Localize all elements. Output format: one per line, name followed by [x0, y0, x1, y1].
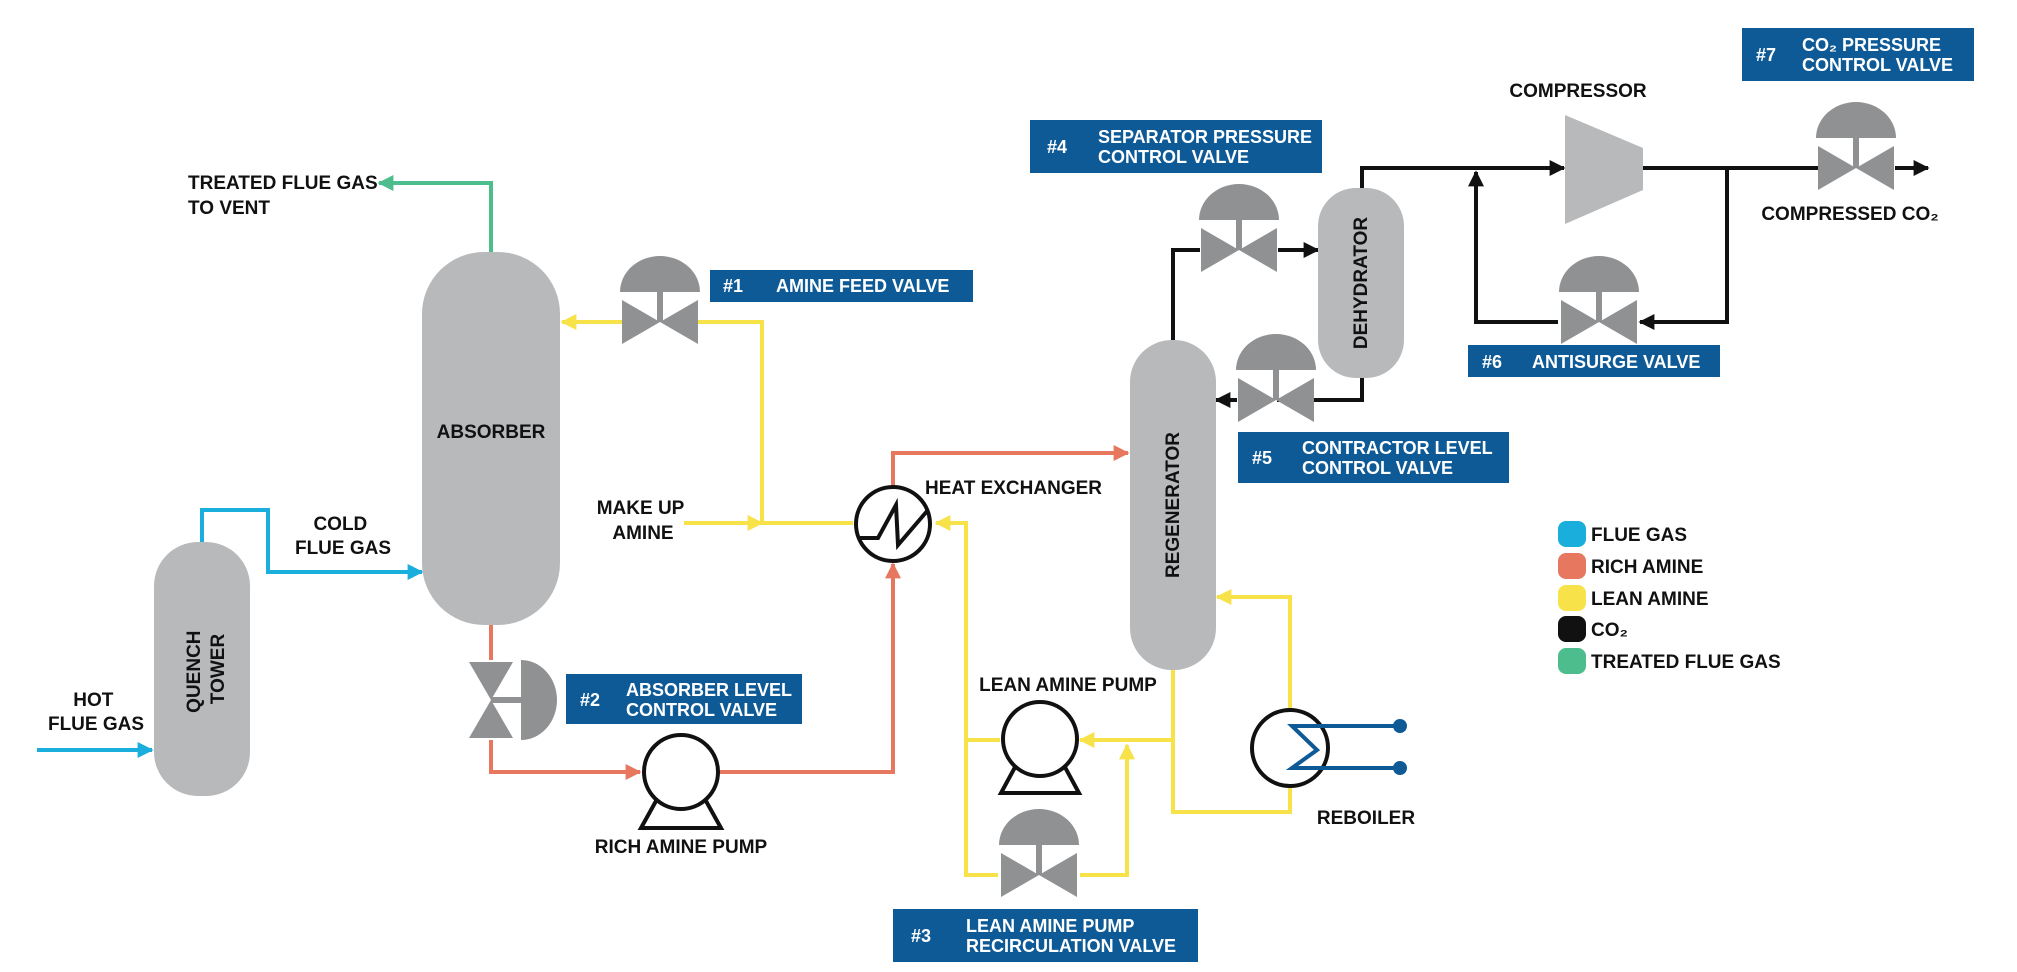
- rich-amine-pump: RICH AMINE PUMP: [595, 733, 768, 858]
- regenerator: REGENERATOR: [1130, 340, 1216, 670]
- valve-tag-number: #5: [1252, 448, 1272, 468]
- legend-label: RICH AMINE: [1591, 557, 1703, 578]
- compressor: COMPRESSOR: [1509, 81, 1647, 224]
- reboiler: REBOILER: [1250, 708, 1415, 829]
- valve-tag-number: #7: [1756, 45, 1776, 65]
- valve-tag-number: #3: [911, 926, 931, 946]
- valve-tag-text: CONTRACTOR LEVEL CONTROL VALVE: [1302, 438, 1497, 478]
- antisurge-loop-in-pipe: [1638, 168, 1729, 330]
- valve-tag-text: SEPARATOR PRESSURE CONTROL VALVE: [1098, 127, 1317, 167]
- heat-exchanger-label: HEAT EXCHANGER: [925, 478, 1102, 499]
- legend-label: LEAN AMINE: [1591, 589, 1709, 610]
- rich-amine-to-regenerator-pipe: [891, 445, 1130, 490]
- cold-flue-gas-label: COLD FLUE GAS: [295, 514, 391, 559]
- valve-tag-6: #6 ANTISURGE VALVE: [1468, 345, 1720, 377]
- recirculation-inlet-pipe: [964, 740, 998, 877]
- absorber-level-control-valve[interactable]: [469, 660, 557, 740]
- absorber: ABSORBER: [422, 252, 560, 625]
- lean-amine-pump-label: LEAN AMINE PUMP: [979, 675, 1157, 696]
- legend-swatch: [1558, 616, 1586, 642]
- treated-flue-gas-label: TREATED FLUE GAS TO VENT: [188, 173, 383, 219]
- legend-swatch: [1558, 585, 1586, 611]
- rich-amine-pipes: [489, 445, 1130, 780]
- legend-swatch: [1558, 648, 1586, 674]
- valve-tag-text: CO₂ PRESSURE CONTROL VALVE: [1802, 35, 1953, 75]
- lean-amine-pipes: [560, 314, 1292, 877]
- co2-pipes: [1171, 160, 1930, 408]
- lean-amine-pump: LEAN AMINE PUMP: [979, 675, 1157, 795]
- legend-label: CO₂: [1591, 620, 1628, 641]
- reboiler-vapor-return-pipe: [1215, 589, 1292, 710]
- regenerator-label: REGENERATOR: [1163, 432, 1184, 578]
- valve-tag-number: #4: [1047, 137, 1067, 157]
- regenerator-overhead-pipe: [1171, 248, 1200, 340]
- valve-tag-text: ANTISURGE VALVE: [1532, 352, 1700, 372]
- lean-amine-pump-discharge-pipe: [934, 515, 1000, 742]
- rich-amine-to-pump-pipe: [489, 740, 642, 780]
- contractor-level-control-valve[interactable]: [1236, 334, 1316, 422]
- legend-label: TREATED FLUE GAS: [1591, 652, 1781, 673]
- lean-amine-pump-recirculation-valve[interactable]: [999, 809, 1079, 897]
- valve-tag-text: LEAN AMINE PUMP RECIRCULATION VALVE: [966, 916, 1176, 956]
- valve-tag-3: #3 LEAN AMINE PUMP RECIRCULATION VALVE: [893, 909, 1198, 962]
- legend-swatch: [1558, 521, 1586, 547]
- dehydrator: DEHYDRATOR: [1318, 188, 1404, 378]
- amine-feed-valve[interactable]: [620, 256, 700, 344]
- quench-tower: QUENCH TOWER: [154, 542, 250, 796]
- valve-tag-number: #6: [1482, 352, 1502, 372]
- make-up-amine-label: MAKE UP AMINE: [597, 498, 690, 544]
- valve-tag-text: AMINE FEED VALVE: [776, 276, 949, 296]
- absorber-label: ABSORBER: [437, 422, 546, 443]
- recirculation-return-pipe: [1080, 743, 1135, 877]
- valve-tag-5: #5 CONTRACTOR LEVEL CONTROL VALVE: [1238, 432, 1509, 483]
- valve-tag-7: #7 CO₂ PRESSURE CONTROL VALVE: [1742, 28, 1974, 81]
- valve-tag-4: #4 SEPARATOR PRESSURE CONTROL VALVE: [1030, 120, 1322, 173]
- compressor-label: COMPRESSOR: [1509, 81, 1647, 102]
- cold-flue-gas-pipe: [200, 508, 424, 580]
- legend-item-flue-gas: FLUE GAS: [1558, 521, 1687, 547]
- legend-label: FLUE GAS: [1591, 525, 1687, 546]
- hot-flue-gas-label: HOT FLUE GAS: [48, 690, 144, 735]
- heat-exchanger: HEAT EXCHANGER: [854, 478, 1102, 563]
- valve-tag-1: #1 AMINE FEED VALVE: [710, 270, 973, 302]
- rich-amine-to-heat-exchanger-pipe: [718, 562, 901, 774]
- rich-amine-pump-label: RICH AMINE PUMP: [595, 837, 768, 858]
- valve-tag-number: #1: [723, 276, 743, 296]
- legend: FLUE GAS RICH AMINE LEAN AMINE CO₂ TREAT…: [1558, 521, 1781, 674]
- dehydrator-label: DEHYDRATOR: [1351, 217, 1372, 350]
- treated-flue-gas-pipe: [377, 175, 493, 252]
- valve-tag-number: #2: [580, 690, 600, 710]
- legend-swatch: [1558, 553, 1586, 579]
- valve-tag-2: #2 ABSORBER LEVEL CONTROL VALVE: [566, 674, 802, 724]
- valve-tag-text: ABSORBER LEVEL CONTROL VALVE: [626, 680, 797, 720]
- reboiler-label: REBOILER: [1317, 808, 1415, 829]
- co2-pressure-control-valve[interactable]: [1816, 102, 1896, 190]
- legend-item-rich-amine: RICH AMINE: [1558, 553, 1703, 579]
- separator-pressure-control-valve[interactable]: [1199, 184, 1279, 272]
- treated-flue-gas-pipes: [377, 175, 493, 252]
- flue-gas-pipes: [37, 508, 424, 758]
- compressed-co2-label: COMPRESSED CO₂: [1761, 204, 1938, 225]
- legend-item-lean-amine: LEAN AMINE: [1558, 585, 1709, 611]
- antisurge-loop-return-pipe: [1468, 170, 1558, 324]
- co2-to-compressor-pipe: [1360, 160, 1566, 188]
- legend-item-co2: CO₂: [1558, 616, 1628, 642]
- legend-item-treated-flue-gas: TREATED FLUE GAS: [1558, 648, 1781, 674]
- quench-tower-label: QUENCH TOWER: [184, 625, 229, 713]
- antisurge-valve[interactable]: [1559, 256, 1639, 344]
- lean-amine-riser-pipe: [697, 320, 764, 523]
